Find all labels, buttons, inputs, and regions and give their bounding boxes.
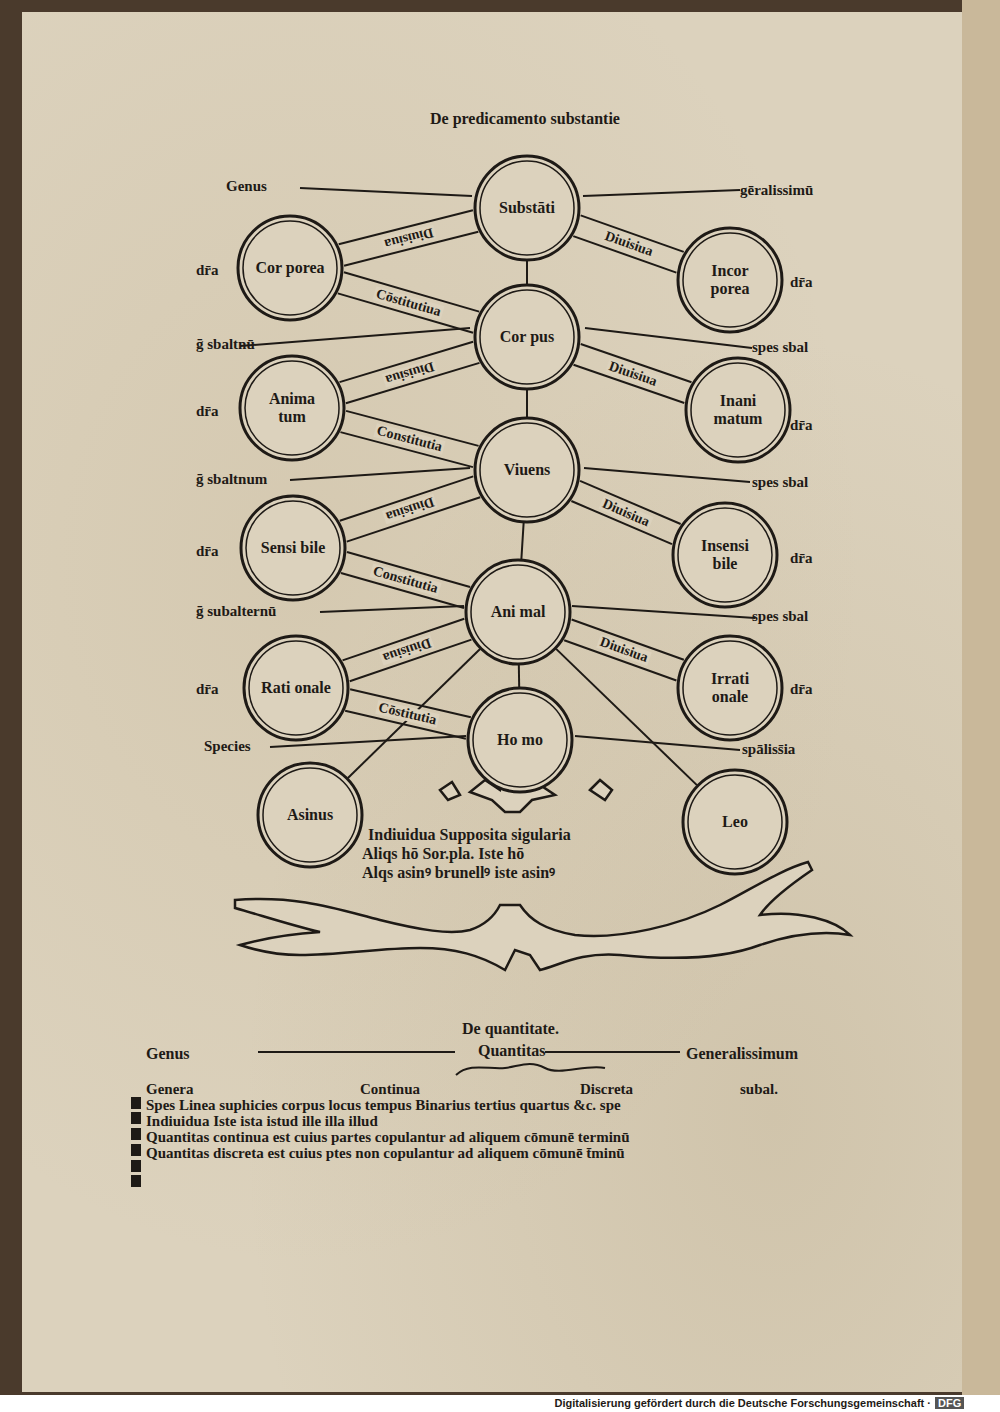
edge-label: Diuisiua [599,495,654,529]
trunk-line [521,523,523,559]
side-label: dr̄a [196,403,219,420]
text-line: Spes Linea suphicies corpus locus tempus… [146,1097,621,1114]
side-label: spes sbal [752,608,808,625]
edge-label: Constitutia [373,423,445,455]
edge-label: Diuisiua [601,228,656,259]
text-line: De quantitate. [462,1020,559,1038]
node-label: Rati onale [261,679,331,697]
category-circle: Anima tum [238,354,346,462]
node-label: Ani mal [491,603,546,621]
category-circle: Incor porea [676,226,784,334]
trunk-line [556,649,697,785]
node-label: Substāti [499,199,555,217]
band-connector [564,620,684,681]
side-label: ḡ subalternū [196,603,276,620]
side-label: ḡ sbaltnum [196,471,267,488]
band-connector [340,476,480,541]
side-label: dr̄a [196,543,219,560]
side-label: Aliqs hō Sor.pla. Iste hō [362,845,524,863]
text-line: Genus [146,1045,190,1063]
side-label: Genus [226,178,267,195]
edge-label: Constitutia [369,564,441,597]
node-label: Insensi bile [688,537,762,574]
category-circle: Substāti [473,154,581,262]
edge-label: Diuisiua [379,635,434,666]
band-connector [341,552,470,608]
side-label: dr̄a [196,262,219,279]
side-label: dr̄a [790,681,813,698]
category-circle: Viuens [473,416,581,524]
text-line: Genera [146,1081,193,1098]
side-label: spāliss̄ia [742,741,795,758]
text-line: Discreta [580,1081,633,1098]
side-label: Alqs asinꝰ brunellꝰ iste asinꝰ [362,864,555,882]
text-line: Continua [360,1081,420,1098]
footer-text: Digitalisierung gefördert durch die Deut… [554,1397,931,1409]
category-circle: Cor porea [236,214,344,322]
side-label: gēralissimū [740,182,813,199]
edge-label: Cōstitutiua [373,286,445,319]
text-line: Quantitas continua est cuius partes copu… [146,1129,630,1146]
page-title: De predicamento substantie [430,110,620,128]
category-circle: Cor pus [473,283,581,391]
band-connector [345,689,471,738]
side-label: dr̄a [196,681,219,698]
node-label: Ho mo [497,731,543,749]
band-connector [571,481,680,544]
category-circle: Rati onale [242,634,350,742]
node-label: Sensi bile [261,539,325,557]
band-connector [340,342,480,403]
category-circle: Sensi bile [239,494,347,602]
category-circle: Asinus [256,761,364,869]
trunk-line [348,649,480,778]
edge-label: Cōstitutia [376,700,441,728]
node-label: Asinus [287,806,333,824]
category-circle: Ani mal [464,558,572,666]
node-label: Cor pus [500,328,554,346]
footer-text: DFG [935,1397,964,1409]
side-label: spes sbal [752,474,808,491]
text-line: Indiuidua Iste ista istud ille illa illu… [146,1113,378,1130]
edge-label: Diuisiua [382,358,438,387]
band-connector [573,215,683,272]
side-label: dr̄a [790,550,813,567]
category-circle: Ho mo [466,686,574,794]
edge-label: Diuisiua [605,358,660,389]
text-line: Generalissimum [686,1045,798,1063]
side-label: dr̄a [790,274,813,291]
node-label: Inani matum [701,392,775,429]
node-label: Viuens [504,461,551,479]
category-circle: Inani matum [684,356,792,464]
side-label: Indiuidua Supposita sigularia [368,826,571,844]
binding [962,0,1000,1395]
band-connector [340,411,478,467]
trunk-line [518,665,519,687]
node-label: Anima tum [255,390,329,427]
category-circle: Irrati onale [676,634,784,742]
node-label: Cor porea [255,259,324,277]
band-connector [339,210,479,265]
band-connector [573,344,691,403]
edge-label: Diuisiua [382,494,437,524]
band-connector [338,272,479,332]
edge-label: Diuisiua [381,225,437,252]
side-label: dr̄a [790,417,813,434]
category-circle: Leo [681,768,789,876]
node-label: Incor porea [693,262,767,299]
node-label: Irrati onale [693,670,767,707]
text-line: Quantitas [478,1042,546,1060]
side-label: Species [204,738,251,755]
text-line: Quantitas discreta est cuius ptes non co… [146,1145,625,1162]
node-label: Leo [722,813,748,831]
side-label: spes sbal [752,339,808,356]
band-connector [343,619,472,681]
edge-label: Diuisiua [596,634,651,665]
side-label: ḡ sbaltnū [196,336,255,353]
category-circle: Insensi bile [671,501,779,609]
text-line: subal. [740,1081,778,1098]
trunk-line [527,390,528,417]
trunk-line [527,261,528,284]
